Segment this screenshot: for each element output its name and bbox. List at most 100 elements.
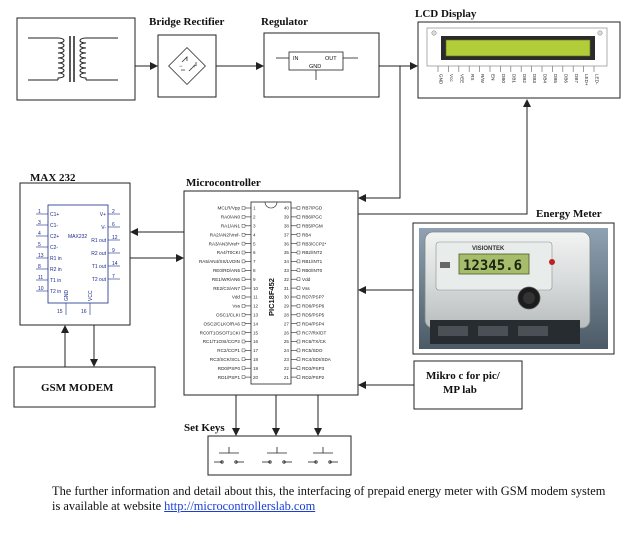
website-link[interactable]: http://microcontrollerslab.com	[164, 499, 316, 513]
pic-pin-pad	[296, 375, 301, 379]
caption-text: The further information and detail about…	[52, 484, 606, 513]
pic-pin-number: 37	[284, 232, 290, 237]
max232-chip-title: MAX232	[68, 234, 87, 240]
pic-pin-name: RD6/PSP6	[302, 304, 325, 309]
pic-pin-number: 10	[253, 286, 259, 291]
max232-pin-number: 10	[38, 286, 44, 292]
switch-icon-2	[262, 447, 292, 464]
transformer-icon	[28, 36, 118, 82]
pic-pin-pad	[296, 206, 301, 210]
pic-pin-pad	[296, 366, 301, 370]
pic-pin-name: MCLR/Vpp	[218, 206, 241, 211]
meter-brand: VISIONTEK	[472, 246, 505, 252]
bridge-rectifier-label: Bridge Rectifier	[149, 16, 225, 28]
pic-pin-pad	[241, 348, 246, 353]
pic-pin-number: 33	[284, 268, 290, 273]
pic-chip-body	[250, 201, 292, 385]
bridge-rectifier-block	[157, 34, 217, 98]
max232-pin-name: R2 out	[91, 251, 106, 257]
max232-pin-name: T2 out	[92, 277, 107, 283]
pic-pin-name: RC2/CCP1	[217, 348, 240, 353]
pic-pin-name: RE2/CS/AN7	[213, 286, 240, 291]
max232-pin-number: 4	[38, 231, 41, 237]
pic-pin-number: 25	[284, 339, 290, 344]
switch-icon-1	[214, 447, 244, 464]
pic-pin-number: 27	[284, 321, 290, 326]
pic-pin-number: 17	[253, 348, 259, 353]
pic-pin-number: 8	[253, 268, 256, 273]
pic-pin-name: RD3/PSP3	[302, 366, 325, 371]
pic-pin-number: 39	[284, 215, 290, 220]
max232-pin-name: C1+	[50, 212, 59, 218]
pic-pin-name: Vss	[302, 286, 310, 291]
pic-pin-pad	[296, 304, 301, 308]
lcd-pin-label: DB1	[511, 74, 516, 83]
pic-pin-name: RD5/PSP5	[302, 313, 325, 318]
max232-pin-number: 15	[57, 309, 63, 315]
lcd-pin-label: DB6	[563, 74, 568, 83]
lcd-pin-label: DB7	[574, 74, 579, 83]
pic-pin-number: 32	[284, 277, 290, 282]
pic-pin-name: RD0/PSP0	[218, 366, 241, 371]
pic-pin-name: RB6/PGC	[302, 215, 323, 220]
switch-icons	[214, 447, 338, 464]
pic-pin-pad	[241, 250, 246, 255]
max232-pin-name: R2 in	[50, 267, 62, 273]
pic-pin-name: RD7/PSP7	[302, 295, 325, 300]
arrow-regulator-micro	[358, 66, 401, 202]
pic-pin-name: RC7/RX/DT	[302, 330, 326, 335]
caption: The further information and detail about…	[52, 484, 612, 514]
pic-pin-number: 29	[284, 304, 290, 309]
pic-pin-name: RC1/T1OSI/CCP2	[203, 339, 241, 344]
pic-pin-pad	[241, 232, 246, 237]
pic-pin-pad	[241, 366, 246, 370]
pic-pin-number: 1	[253, 206, 256, 211]
max232-pin-number: 1	[38, 209, 41, 215]
diode-bridge-icon	[168, 47, 206, 85]
pic-pin-number: 40	[284, 206, 290, 211]
lcd-pin-label: DB4	[543, 74, 548, 83]
pic-pin-number: 36	[284, 241, 290, 246]
pic-pin-pad	[241, 277, 246, 281]
pic-pin-pad	[241, 206, 246, 210]
max232-pin-number: 8	[38, 264, 41, 270]
pic-pin-name: RD1/PSP1	[218, 375, 241, 380]
max232-pin-name: T2 in	[50, 289, 61, 295]
pic-pin-number: 9	[253, 277, 256, 282]
pic-pin-number: 20	[253, 375, 259, 380]
gsm-modem-label: GSM MODEM	[41, 382, 114, 394]
pic-pin-name: RB5/PGM	[302, 224, 323, 229]
set-keys-label: Set Keys	[184, 422, 225, 434]
bridge-plus: +	[193, 64, 197, 70]
max232-pin-name: C2-	[50, 245, 58, 251]
pic-pin-number: 26	[284, 330, 290, 335]
lcd-display-label: LCD Display	[415, 8, 477, 20]
pic-pin-pad	[296, 322, 301, 326]
pic-pin-name: RC6/TX/CK	[302, 339, 327, 344]
pic-pin-number: 30	[284, 295, 290, 300]
pic-pin-number: 31	[284, 286, 290, 291]
pic-pin-number: 34	[284, 259, 290, 264]
pic-pin-number: 14	[253, 321, 259, 326]
meter-reading: 12345.6	[463, 258, 522, 274]
pic-pin-name: RE1/WR/AN6	[212, 277, 241, 282]
pic-pin-number: 3	[253, 224, 256, 229]
pic-pin-number: 13	[253, 313, 259, 318]
pic-pin-name: RD4/PSP4	[302, 321, 325, 326]
pic-pin-pad	[241, 215, 246, 219]
max232-pin-number: 2	[112, 209, 115, 215]
pic-pin-number: 24	[284, 348, 290, 353]
lcd-pin-label: DB0	[501, 74, 506, 83]
max232-pin-name: V+	[100, 212, 106, 218]
pic-pin-name: RB1/INT1	[302, 259, 323, 264]
pic-pin-name: RA1/AN1	[221, 224, 241, 229]
microcontroller-label: Microcontroller	[186, 177, 261, 189]
max232-pin-name: C2+	[50, 234, 59, 240]
arrow-micro-lcd	[358, 99, 531, 215]
pic-pin-pad	[296, 250, 301, 255]
pic-pin-pad	[241, 268, 246, 272]
pic-pin-number: 28	[284, 313, 290, 318]
